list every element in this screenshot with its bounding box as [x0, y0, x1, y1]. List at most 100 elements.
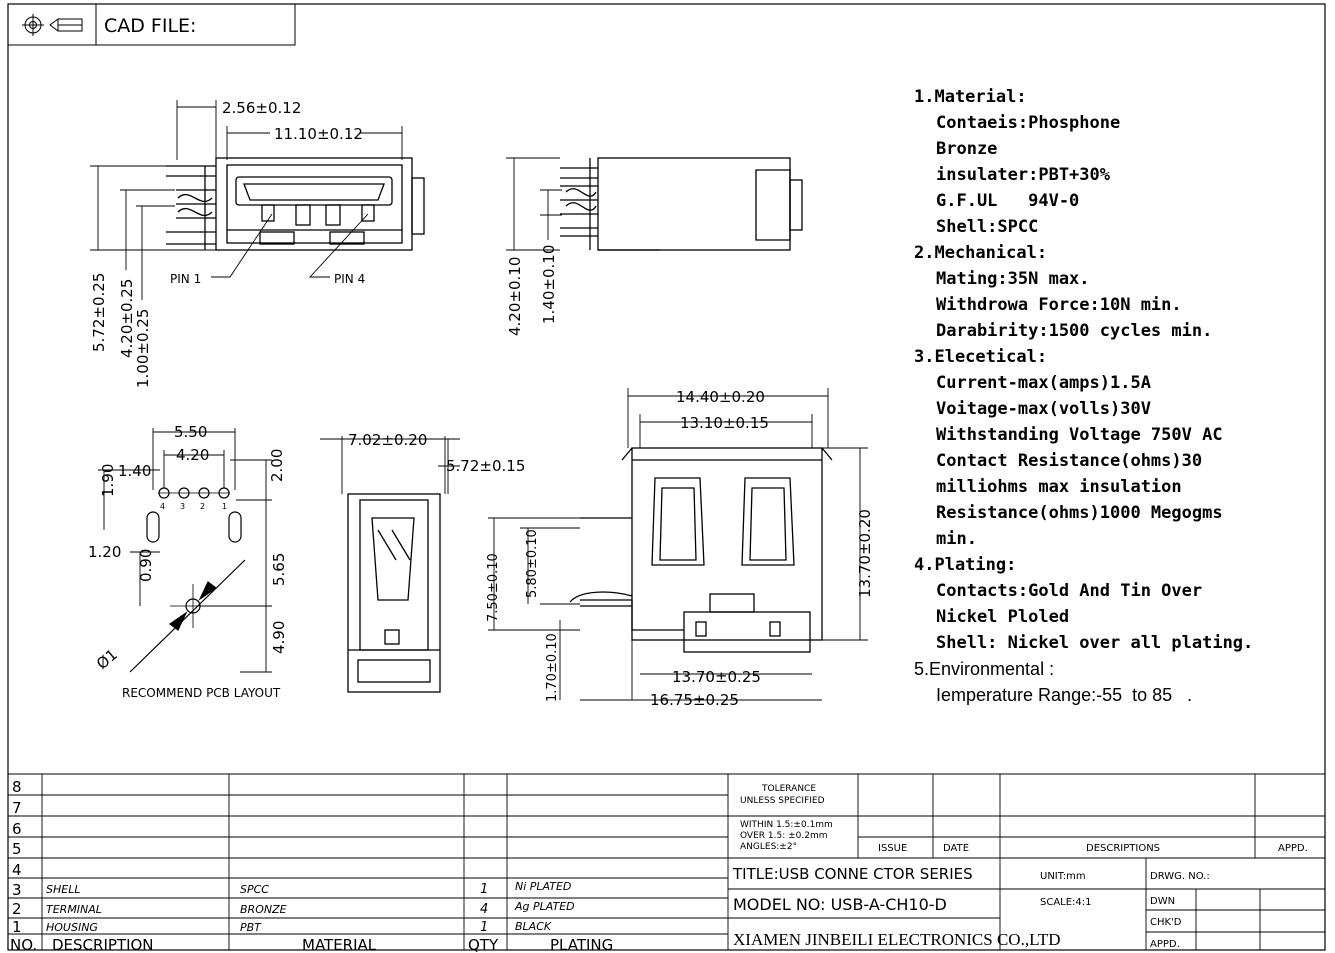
note-mechanical-3: Darabirity:1500 cycles min.: [936, 321, 1213, 341]
tb-unit: UNIT:mm: [1040, 871, 1086, 882]
bom-header-qty: QTY: [468, 936, 499, 953]
side-view: 4.20±0.10 1.40±0.10: [506, 157, 803, 336]
note-mechanical-1: Mating:35N max.: [936, 269, 1090, 289]
bom-text: 8 7 6 5 4 3 2 1 SHELL SPCC 1 Ni PLATED T…: [10, 778, 1308, 953]
right-dim-16-75: 16.75±0.25: [650, 691, 739, 709]
bom-rownum-6: 6: [12, 820, 22, 838]
bom-desc-housing: HOUSING: [46, 921, 98, 934]
bom-rownum-5: 5: [12, 840, 22, 858]
bom-mat-shell: SPCC: [240, 883, 269, 896]
pcb-dim-0-90: 0.90: [137, 549, 155, 582]
pcb-dim-2-00: 2.00: [268, 449, 286, 482]
tb-appd: APPD.: [1278, 843, 1308, 854]
note-electrical-title: 3.Elecetical:: [914, 347, 1048, 367]
right-dim-13-70-bottom: 13.70±0.25: [672, 668, 761, 686]
bom-plating-terminal: Ag PLATED: [514, 900, 575, 913]
bom-qty-shell: 1: [480, 882, 488, 897]
dim-1-00: 1.00±0.25: [134, 309, 152, 388]
note-material-3: insulater:PBT+30%: [936, 165, 1110, 185]
bom-qty-terminal: 4: [480, 902, 488, 917]
pcb-dim-1-20: 1.20: [88, 543, 121, 561]
pcb-dim-5-50: 5.50: [174, 423, 207, 441]
pin-label-3: 3: [180, 502, 185, 511]
bom-mat-housing: PBT: [240, 921, 262, 934]
note-material-title: 1.Material:: [914, 87, 1027, 107]
tb-drwg: DRWG. NO.:: [1150, 871, 1210, 882]
bom-plating-housing: BLACK: [515, 920, 552, 933]
pin-label-4: 4: [160, 502, 165, 511]
pin-label-1: 1: [222, 502, 227, 511]
note-electrical-3: Withstanding Voltage 750V AC: [936, 425, 1223, 445]
note-electrical-6: Resistance(ohms)1000 Megogms: [936, 503, 1223, 523]
pcb-dim-5-65: 5.65: [270, 553, 288, 586]
right-dim-5-80: 5.80±0.10: [525, 529, 540, 598]
bom-rownum-4: 4: [12, 861, 22, 879]
pcb-dim-4-20: 4.20: [176, 446, 209, 464]
bom-header-material: MATERIAL: [302, 936, 377, 953]
tb-date: DATE: [943, 843, 969, 854]
bom-rownum-2: 2: [12, 900, 22, 918]
note-electrical-1: Current-max(amps)1.5A: [936, 373, 1151, 393]
tb-tolerance: TOLERANCE: [761, 784, 816, 794]
note-electrical-4: Contact Resistance(ohms)30: [936, 451, 1203, 471]
notes-block: 1.Material: Contaeis:Phosphone Bronze in…: [914, 84, 1324, 708]
note-plating-2: Nickel Ploled: [936, 607, 1070, 627]
right-dim-14-40: 14.40±0.20: [676, 388, 765, 406]
pcb-dim-phi1: Ø1: [93, 646, 121, 674]
bom-mat-terminal: BRONZE: [240, 903, 287, 916]
cad-header: CAD FILE:: [7, 3, 296, 46]
right-dim-1-70: 1.70±0.10: [545, 633, 560, 702]
bom-header-no: NO.: [10, 936, 37, 953]
note-material-4: G.F.UL 94V-0: [936, 191, 1080, 211]
note-material-1: Contaeis:Phosphone: [936, 113, 1121, 133]
bom-desc-terminal: TERMINAL: [46, 903, 102, 916]
pin-label-2: 2: [200, 502, 205, 511]
tb-unless: UNLESS SPECIFIED: [740, 796, 825, 806]
bom-header-plating: PLATING: [550, 936, 613, 953]
note-material-2: Bronze: [936, 139, 998, 159]
sheet-border: [7, 3, 1326, 951]
pin-4-label: PIN 4: [334, 272, 365, 286]
tb-angles: ANGLES:±2°: [740, 842, 797, 852]
note-mechanical-2: Withdrowa Force:10N min.: [936, 295, 1182, 315]
cad-file-label: CAD FILE:: [104, 15, 196, 37]
tb-chkd: CHK'D: [1150, 917, 1182, 928]
pcb-dim-4-90: 4.90: [270, 621, 288, 654]
pcb-layout: 5.50 4.20 1.40 1.90 2.00 1.20 0.90 5.65 …: [88, 423, 288, 700]
pcb-caption: RECOMMEND PCB LAYOUT: [122, 686, 281, 700]
note-electrical-2: Voitage-max(volls)30V: [936, 399, 1151, 419]
pin-1-label: PIN 1: [170, 272, 201, 286]
note-plating-3: Shell: Nickel over all plating.: [936, 633, 1254, 653]
note-electrical-5: milliohms max insulation: [936, 477, 1182, 497]
dim-11-10: 11.10±0.12: [274, 125, 363, 143]
dim-2-56: 2.56±0.12: [222, 99, 301, 117]
top-dim-7-02: 7.02±0.20: [348, 431, 427, 449]
bom-plating-shell: Ni PLATED: [515, 880, 571, 893]
tb-dwn: DWN: [1150, 896, 1175, 907]
right-dim-7-50: 7.50±0.10: [486, 553, 501, 622]
front-view: 2.56±0.12 11.10±0.12 PIN 1 PIN 4 5.72±0.…: [90, 99, 425, 388]
bom-desc-shell: SHELL: [46, 883, 80, 896]
right-dim-13-10: 13.10±0.15: [680, 414, 769, 432]
tb-issue: ISSUE: [878, 843, 907, 854]
top-dim-5-72: 5.72±0.15: [446, 457, 525, 475]
note-material-5: Shell:SPCC: [936, 217, 1039, 237]
bom-table: [8, 773, 1325, 950]
note-environmental-1: Iemperature Range:-55 to 85 .: [936, 685, 1193, 705]
bom-rownum-3: 3: [12, 881, 22, 899]
dim-side-1-40: 1.40±0.10: [540, 245, 558, 324]
dim-side-4-20: 4.20±0.10: [506, 257, 524, 336]
right-view: 14.40±0.20 13.10±0.15 13.70±0.20 7.50±0.…: [486, 388, 874, 709]
tb-within: WITHIN 1.5:±0.1mm: [740, 820, 833, 830]
dim-5-72: 5.72±0.25: [90, 273, 108, 352]
tb-title: TITLE:USB CONNE CTOR SERIES: [732, 865, 973, 883]
top-view: 7.02±0.20 5.72±0.15: [320, 431, 525, 693]
bom-qty-housing: 1: [480, 920, 488, 935]
tb-over: OVER 1.5: ±0.2mm: [740, 831, 827, 841]
note-electrical-7: min.: [936, 529, 977, 549]
projection-symbol-icon: [22, 14, 83, 36]
tb-descriptions: DESCRIPTIONS: [1086, 843, 1160, 854]
bom-header-description: DESCRIPTION: [52, 936, 154, 953]
bom-rownum-8: 8: [12, 778, 22, 796]
